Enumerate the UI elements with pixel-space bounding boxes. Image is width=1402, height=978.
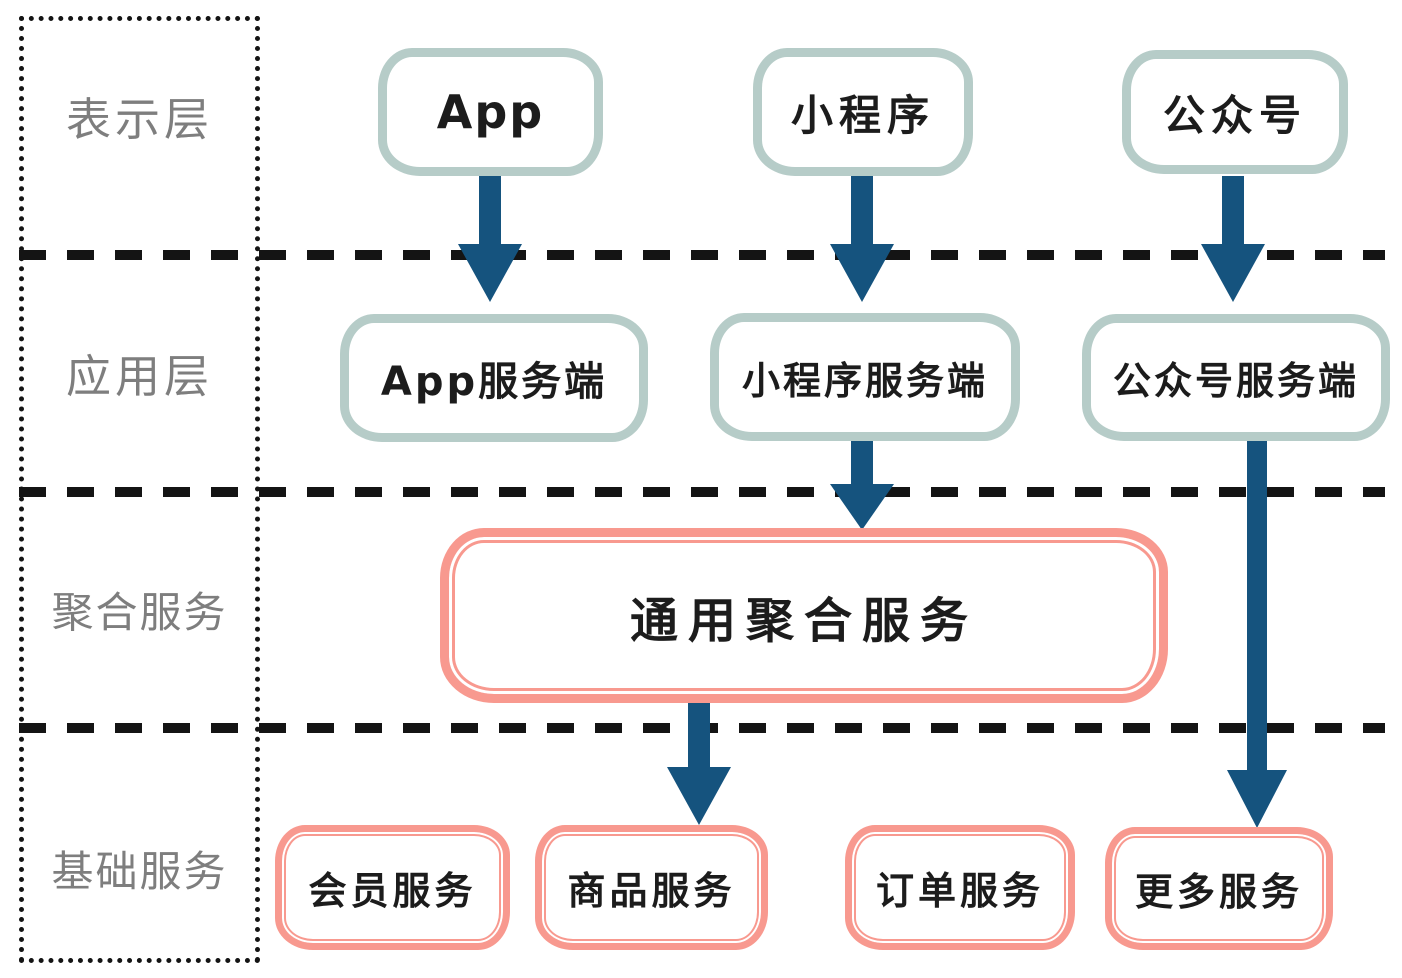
node-label: 订单服务 — [875, 869, 1044, 913]
separator-line-2 — [19, 487, 1385, 497]
node-label: App服务端 — [380, 359, 608, 405]
node-label: 公众号服务端 — [1112, 359, 1359, 403]
node-member-service: 会员服务 — [275, 825, 510, 950]
down-arrow-icon — [1227, 440, 1287, 828]
arrow-official-account-server-to-more-services — [1217, 440, 1297, 828]
node-official-account: 公众号 — [1122, 50, 1348, 174]
node-product-service: 商品服务 — [535, 825, 768, 950]
arrow-mini-program-server-to-aggregation — [822, 440, 902, 530]
node-label: App — [436, 85, 545, 139]
node-label: 公众号 — [1162, 90, 1307, 140]
node-label: 更多服务 — [1134, 870, 1303, 914]
down-arrow-icon — [1201, 176, 1265, 302]
node-label: 小程序 — [790, 90, 935, 140]
arrow-mini-program-to-mini-program-server — [822, 176, 902, 302]
arrow-official-account-to-official-account-server — [1193, 176, 1273, 302]
down-arrow-icon — [830, 440, 894, 530]
layer-label-aggregation: 聚合服务 — [51, 588, 228, 637]
layer-label-basic: 基础服务 — [51, 847, 228, 896]
arrow-aggregation-to-product-service — [659, 701, 739, 825]
node-label: 通用聚合服务 — [629, 592, 978, 649]
down-arrow-icon — [458, 176, 522, 302]
node-official-account-server: 公众号服务端 — [1082, 314, 1390, 441]
node-label: 小程序服务端 — [741, 358, 988, 403]
node-order-service: 订单服务 — [845, 825, 1075, 950]
node-more-services: 更多服务 — [1105, 827, 1333, 950]
down-arrow-icon — [667, 701, 731, 825]
node-label: 会员服务 — [308, 869, 477, 913]
node-mini-program: 小程序 — [753, 48, 973, 176]
node-label: 商品服务 — [567, 869, 736, 913]
node-mini-program-server: 小程序服务端 — [710, 313, 1020, 441]
separator-line-1 — [19, 250, 1385, 260]
node-app: App — [378, 48, 603, 176]
layer-label-presentation: 表示层 — [65, 93, 213, 146]
arrow-app-to-app-server — [450, 176, 530, 302]
layer-label-application: 应用层 — [65, 350, 213, 403]
node-app-server: App服务端 — [340, 314, 648, 442]
down-arrow-icon — [830, 176, 894, 302]
node-general-aggregation-service: 通用聚合服务 — [440, 528, 1168, 703]
